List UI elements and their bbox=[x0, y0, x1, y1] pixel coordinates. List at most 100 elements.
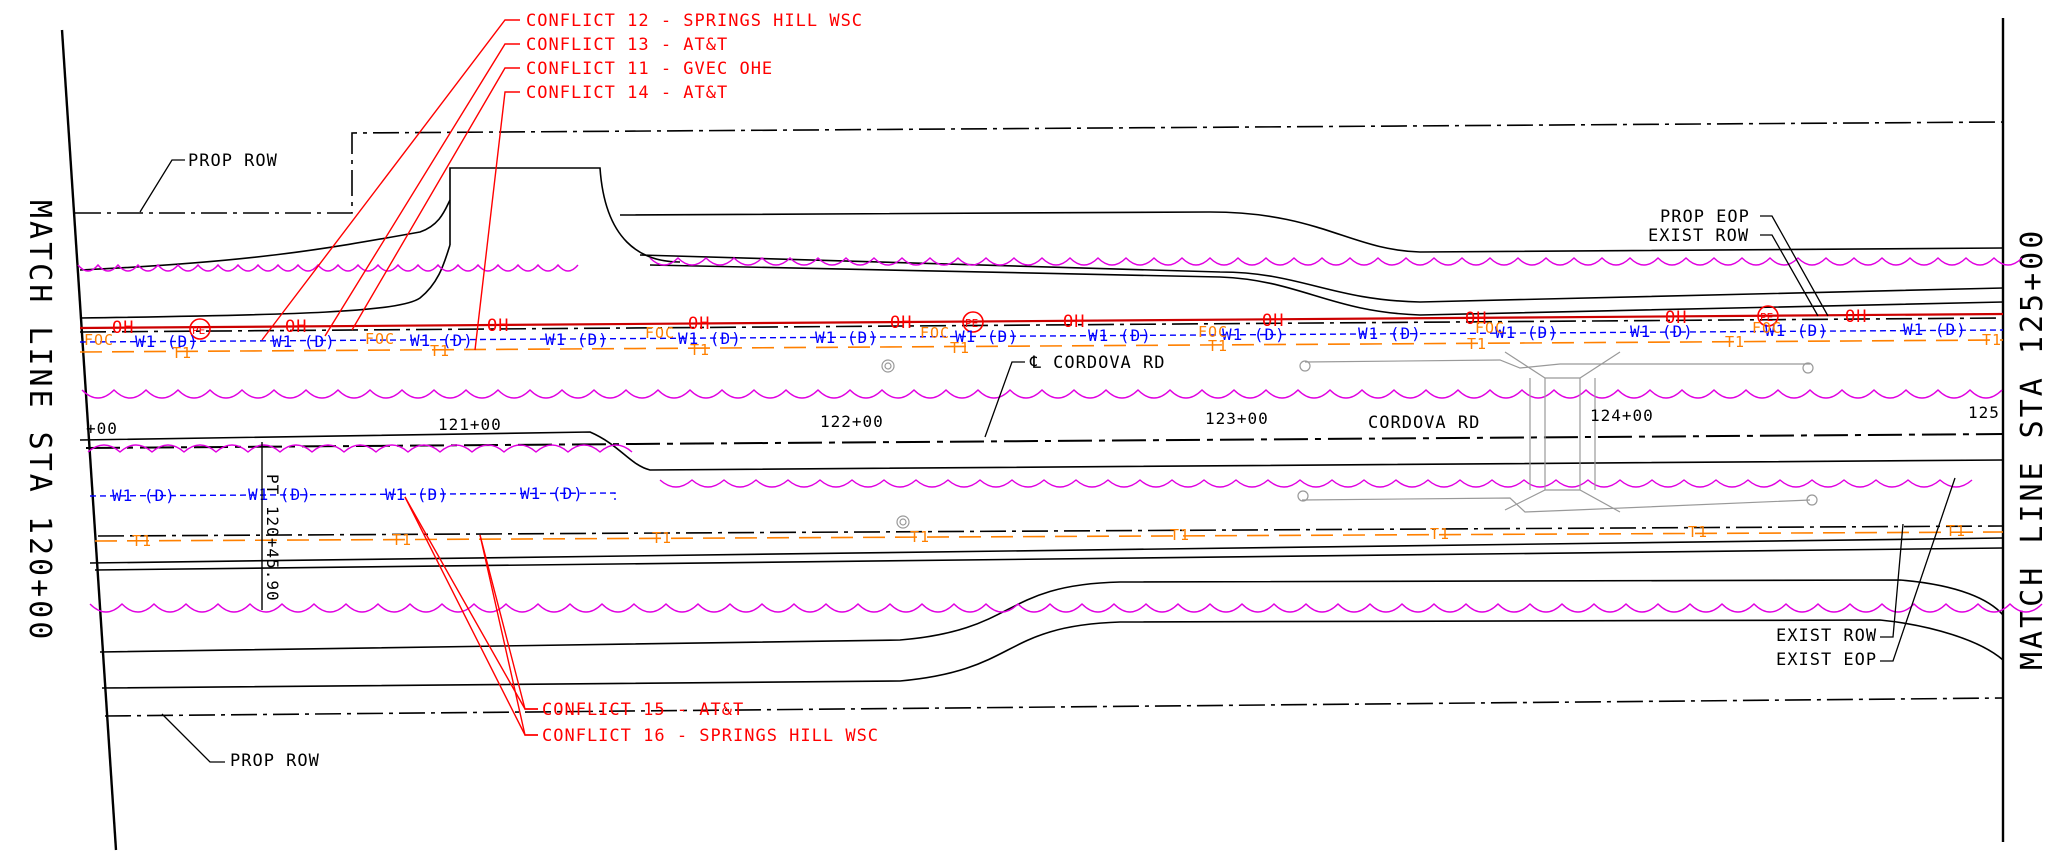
eop-lower-b bbox=[89, 537, 2004, 564]
water-label: W1 (D) bbox=[272, 332, 336, 351]
water-line-south bbox=[89, 492, 616, 500]
match-line-right-label: MATCH LINE STA 125+00 bbox=[2015, 228, 2050, 670]
fiber-label: FOC bbox=[365, 330, 395, 348]
callout-centerline: ℄ CORDOVA RD bbox=[984, 353, 1166, 438]
water-label: W1 (D) bbox=[955, 327, 1019, 346]
overhead-label: OH bbox=[890, 313, 912, 333]
water-label: W1 (D) bbox=[520, 484, 584, 503]
telephone-label: T1 bbox=[1430, 525, 1450, 543]
conflict-label: CONFLICT 13 - AT&T bbox=[526, 35, 728, 55]
overhead-label: OH bbox=[1262, 311, 1284, 331]
telephone-label: T1 bbox=[1208, 337, 1228, 355]
telephone-label: T1 bbox=[950, 339, 970, 357]
exist-eop-label: EXIST EOP bbox=[1776, 650, 1877, 670]
fiber-label: FOC bbox=[920, 324, 950, 342]
overhead-label: OH bbox=[487, 316, 509, 336]
tree-line-1 bbox=[77, 257, 2023, 272]
water-label: W1 (D) bbox=[112, 486, 176, 505]
fiber-label: FOC bbox=[1475, 319, 1505, 337]
water-label: W1 (D) bbox=[1765, 321, 1829, 340]
telephone-label-group: T1 T1 T1 T1 T1 T1 T1 T1 T1 T1 T1 T1 T1 T… bbox=[132, 331, 2002, 550]
exist-row-line-bottom bbox=[97, 525, 2004, 537]
exist-row-top-label: EXIST ROW bbox=[1648, 226, 1749, 246]
eop-lower-d bbox=[99, 579, 2004, 653]
telephone-label: T1 bbox=[1982, 331, 2002, 349]
water-label: W1 (D) bbox=[678, 329, 742, 348]
water-label: W1 (D) bbox=[135, 332, 199, 351]
overhead-label: OH bbox=[688, 314, 710, 334]
water-label: W1 (D) bbox=[1495, 323, 1559, 342]
overhead-label: OH bbox=[285, 317, 307, 337]
callout-prop-row-top: PROP ROW bbox=[139, 151, 278, 213]
conflict-label: CONFLICT 14 - AT&T bbox=[526, 83, 728, 103]
overhead-label-group: OH OH OH OH OH OH OH OH OH OH bbox=[112, 307, 1866, 338]
fiber-label: FOC bbox=[1752, 319, 1782, 337]
eop-lower-a bbox=[79, 431, 2004, 471]
power-pole: PE bbox=[962, 311, 984, 333]
prop-row-line-bottom bbox=[104, 697, 2004, 717]
culvert-structure bbox=[1297, 351, 1818, 513]
eop-lower-c bbox=[94, 547, 2004, 571]
water-label: W1 (D) bbox=[815, 328, 879, 347]
centerline-label: ℄ CORDOVA RD bbox=[1029, 353, 1166, 373]
eop-upper-a bbox=[619, 211, 2004, 253]
water-label: W1 (D) bbox=[410, 331, 474, 350]
telephone-label: T1 bbox=[1725, 333, 1745, 351]
overhead-electric-line bbox=[79, 312, 2004, 330]
callout-exist-row-bottom: EXIST ROW bbox=[1776, 523, 1904, 646]
tree-line-4 bbox=[89, 603, 2043, 613]
water-label: W1 (D) bbox=[1358, 324, 1422, 343]
overhead-label: OH bbox=[112, 318, 134, 338]
telephone-label: T1 bbox=[1170, 526, 1190, 544]
telephone-label: T1 bbox=[172, 344, 192, 362]
station-label: 122+00 bbox=[820, 412, 884, 431]
fiber-label: FOC bbox=[84, 331, 114, 349]
conflict-callout-group-bottom: CONFLICT 15 - AT&T CONFLICT 16 - SPRINGS… bbox=[404, 496, 878, 746]
telephone-line-north bbox=[79, 339, 2004, 353]
water-label: W1 (D) bbox=[1088, 326, 1152, 345]
eop-upper-b bbox=[639, 254, 2004, 303]
power-pole: PE bbox=[1757, 305, 1779, 327]
telephone-label: T1 bbox=[392, 531, 412, 549]
cordova-rd-centerline bbox=[85, 433, 2004, 449]
water-label: W1 (D) bbox=[248, 485, 312, 504]
callout-prop-row-bottom: PROP ROW bbox=[161, 713, 319, 771]
station-label: 125 bbox=[1968, 403, 2000, 422]
water-label-group-north: W1 (D) W1 (D) W1 (D) W1 (D) W1 (D) W1 (D… bbox=[135, 320, 1966, 351]
conflict-callout-group-top: CONFLICT 12 - SPRINGS HILL WSC CONFLICT … bbox=[261, 11, 863, 351]
station-label: 123+00 bbox=[1205, 409, 1269, 428]
telephone-label: T1 bbox=[430, 342, 450, 360]
water-label: W1 (D) bbox=[545, 330, 609, 349]
pole-label: PE bbox=[192, 324, 205, 337]
water-line-north bbox=[79, 329, 2004, 343]
exist-row-bottom-label: EXIST ROW bbox=[1776, 626, 1877, 646]
callout-exist-row-top: EXIST ROW bbox=[1648, 226, 1819, 317]
overhead-label: OH bbox=[1063, 312, 1085, 332]
telephone-label: T1 bbox=[1467, 335, 1487, 353]
manhole-symbol bbox=[881, 359, 895, 373]
conflict-label: CONFLICT 15 - AT&T bbox=[542, 700, 744, 720]
water-label-group-south: W1 (D) W1 (D) W1 (D) W1 (D) bbox=[112, 484, 584, 505]
match-line-left-label: MATCH LINE STA 120+00 bbox=[22, 200, 57, 642]
conflict-label: CONFLICT 11 - GVEC OHE bbox=[526, 59, 773, 79]
fiber-label: FOC bbox=[645, 324, 675, 342]
water-label: W1 (D) bbox=[1222, 325, 1286, 344]
callout-exist-eop: EXIST EOP bbox=[1776, 477, 1956, 670]
fiber-label: FOC bbox=[1198, 323, 1228, 341]
prop-row-top-label: PROP ROW bbox=[188, 151, 278, 171]
water-label: W1 (D) bbox=[1630, 322, 1694, 341]
eop-upper-c bbox=[649, 264, 2004, 316]
tree-line-2 bbox=[81, 389, 2003, 399]
fiber-label-group: FOC FOC FOC FOC FOC FOC FOC bbox=[84, 319, 1782, 349]
power-pole-group: PE PE PE bbox=[189, 305, 1779, 340]
side-road-edge-b bbox=[79, 244, 451, 319]
pole-label: PE bbox=[965, 317, 978, 330]
station-label: +00 bbox=[86, 419, 118, 438]
pt-station-label: PT 120+45.90 bbox=[263, 474, 282, 602]
eop-lower-e bbox=[101, 619, 2004, 689]
side-road-edge-a bbox=[79, 199, 451, 271]
prop-eop-label: PROP EOP bbox=[1660, 207, 1750, 227]
conflict-label: CONFLICT 12 - SPRINGS HILL WSC bbox=[526, 11, 863, 31]
exist-row-line-top bbox=[79, 317, 2004, 333]
